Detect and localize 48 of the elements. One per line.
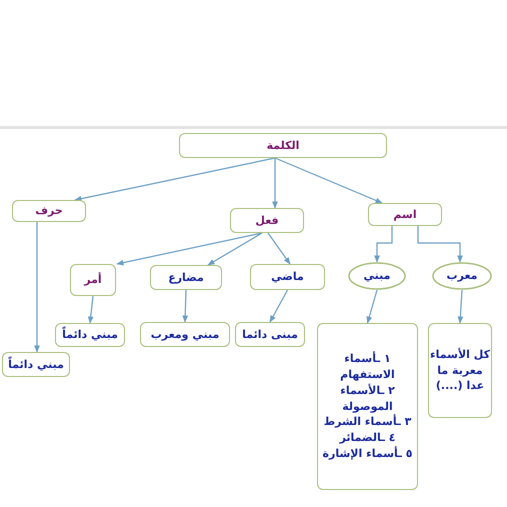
verb-type-box bbox=[150, 265, 222, 290]
node-text: مبنى دائما bbox=[242, 326, 298, 342]
arrow bbox=[88, 296, 94, 324]
arrow bbox=[272, 158, 278, 209]
list-item: ٤ ـالضمائر bbox=[340, 430, 396, 446]
category-box bbox=[230, 208, 304, 233]
node-text: فعل bbox=[255, 212, 279, 228]
result-box bbox=[235, 322, 305, 347]
category-box bbox=[368, 203, 442, 226]
arrow bbox=[74, 157, 276, 202]
arrow bbox=[458, 290, 464, 324]
node-text: اسم bbox=[393, 206, 417, 222]
list-item: ٥ ـأسماء الإشارة bbox=[322, 446, 412, 462]
list-box bbox=[317, 323, 418, 490]
list-item: ١ ـأسماء الاستفهام bbox=[339, 350, 396, 383]
arrow bbox=[374, 226, 393, 263]
node-text: مبني دائماً bbox=[8, 356, 64, 372]
type-ellipse bbox=[348, 262, 406, 290]
node-text: حرف bbox=[35, 203, 63, 219]
arrow bbox=[366, 290, 378, 324]
arrow bbox=[207, 232, 262, 266]
concept-box bbox=[179, 133, 387, 158]
node-text: الكلمة bbox=[266, 138, 300, 154]
verb-type-box bbox=[250, 264, 325, 290]
note-box bbox=[428, 323, 492, 418]
arrow bbox=[182, 290, 188, 323]
result-box bbox=[140, 322, 230, 347]
node-text: ماضي bbox=[271, 269, 304, 285]
node-text: معرب bbox=[446, 268, 478, 284]
result-box bbox=[55, 323, 125, 347]
node-text: مبني ومعرب bbox=[150, 326, 220, 342]
category-box bbox=[12, 200, 86, 222]
node-text: مبني دائماً bbox=[62, 327, 118, 343]
arrow bbox=[269, 290, 288, 323]
list-item: ٣ ـأسماء الشرط bbox=[324, 414, 412, 430]
list-item: ٢ ـالأسماء الموصولة bbox=[339, 382, 396, 414]
type-ellipse bbox=[432, 262, 492, 290]
result-box bbox=[2, 352, 70, 377]
node-text: كل الأسماء معربة ما عدا (....) bbox=[429, 346, 491, 394]
node-text: مبني bbox=[364, 268, 390, 284]
verb-type-box bbox=[70, 264, 116, 296]
node-text: مضارع bbox=[168, 270, 204, 286]
node-text: أمر bbox=[84, 272, 102, 288]
arrow bbox=[34, 222, 40, 353]
arrow bbox=[268, 232, 290, 265]
arrow bbox=[116, 232, 262, 266]
arrow bbox=[417, 226, 463, 263]
arrow bbox=[274, 157, 383, 204]
